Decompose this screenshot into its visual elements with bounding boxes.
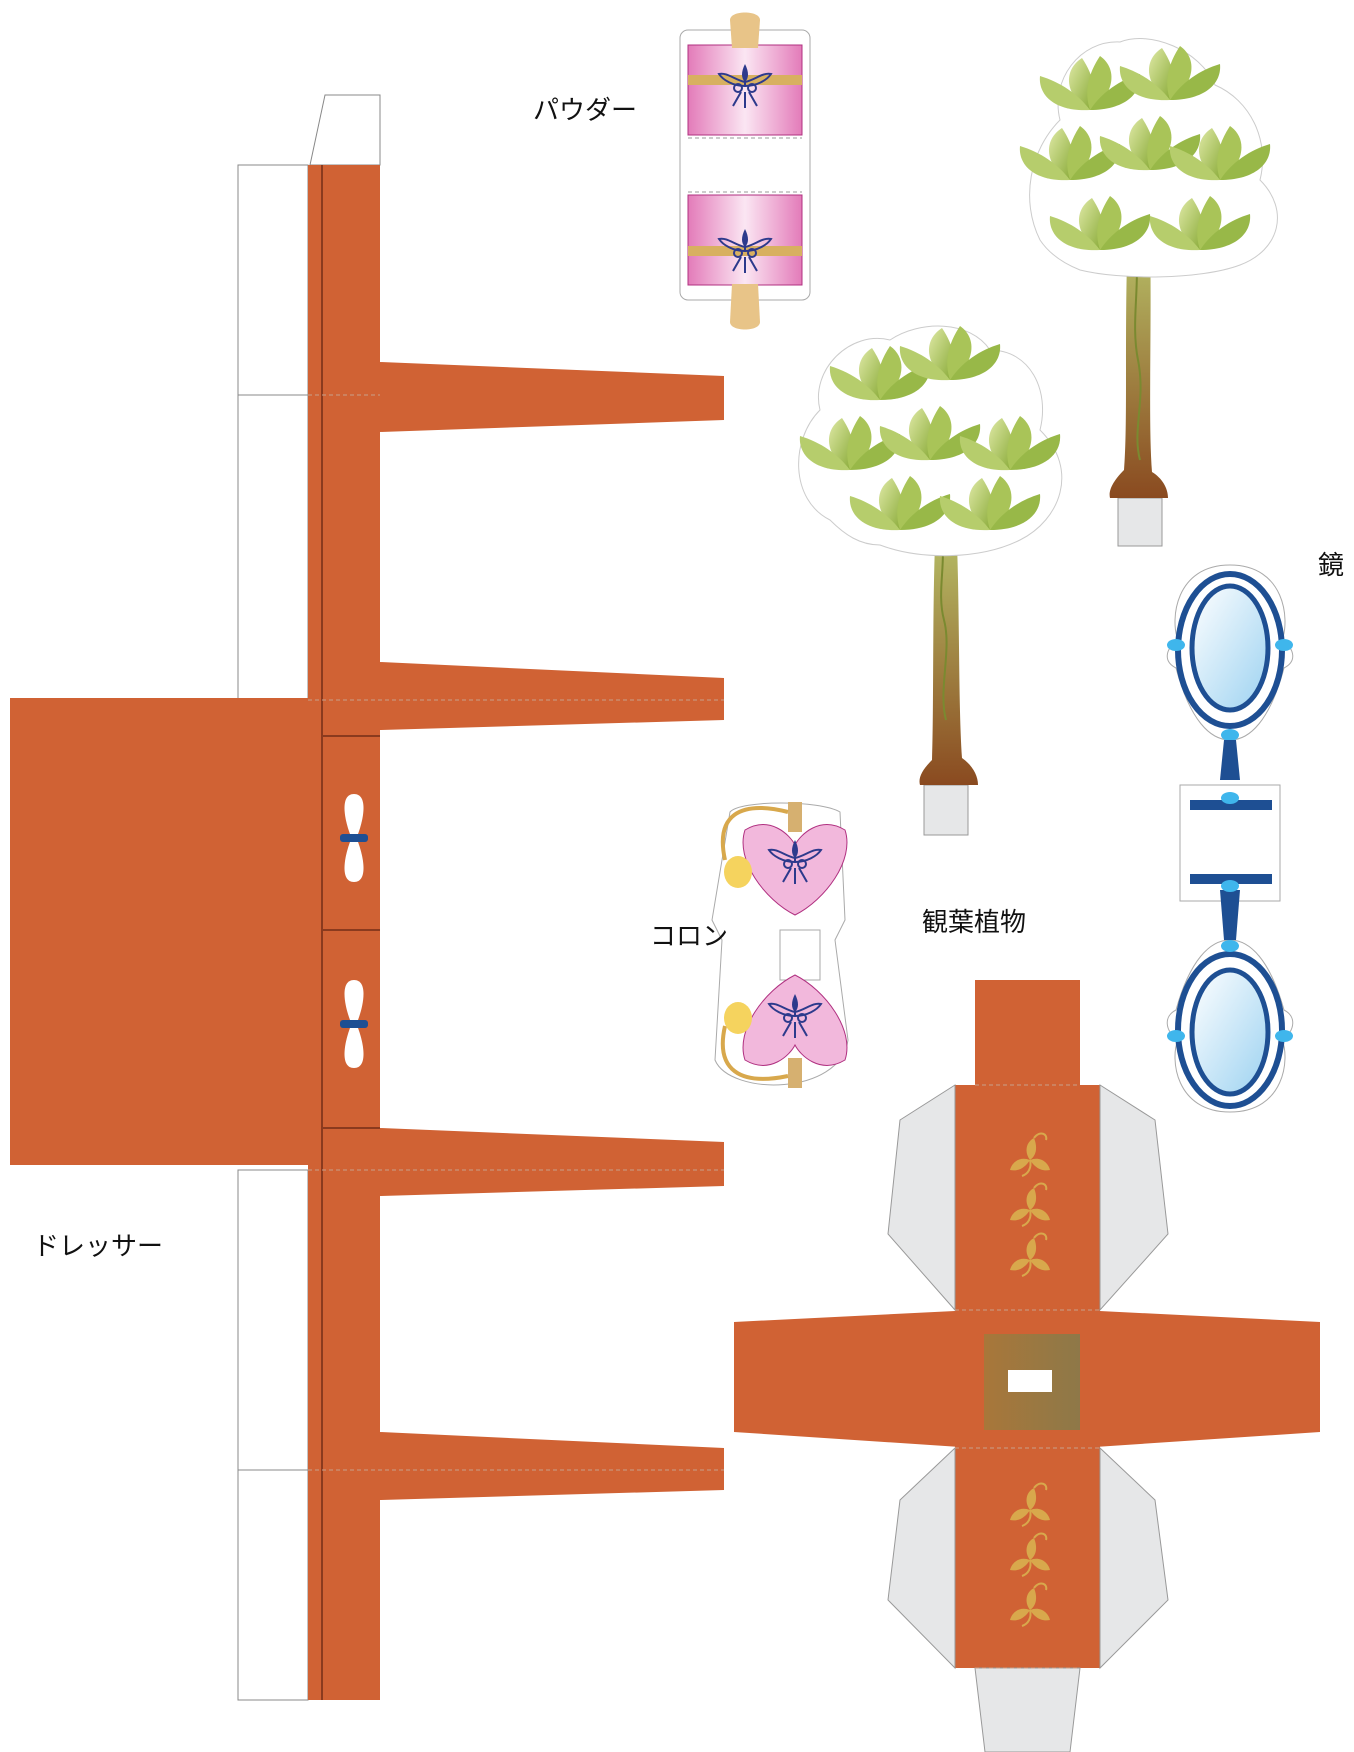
powder-template bbox=[679, 12, 811, 330]
label-cologne: コロン bbox=[650, 922, 729, 952]
dresser-dashed-folds bbox=[308, 394, 724, 1471]
planter-template bbox=[734, 980, 1320, 1752]
plant-template-1 bbox=[798, 325, 1063, 836]
dresser-template bbox=[10, 94, 724, 1701]
drawer-handle-icon bbox=[340, 980, 368, 1068]
label-dresser: ドレッサー bbox=[33, 1232, 164, 1262]
label-powder: パウダー bbox=[533, 96, 638, 126]
cologne-template bbox=[711, 802, 849, 1088]
dresser-fold-lines bbox=[321, 165, 380, 1700]
mirror-template bbox=[1166, 564, 1294, 1113]
plant-template-2 bbox=[1019, 38, 1278, 547]
perfume-bulb-icon bbox=[724, 856, 752, 888]
drawer-handle-icon bbox=[340, 794, 368, 882]
dresser-glue-tabs bbox=[237, 94, 381, 1701]
dresser-body bbox=[10, 165, 724, 1700]
label-mirror: 鏡 bbox=[1318, 551, 1345, 581]
label-plant: 観葉植物 bbox=[922, 908, 1027, 938]
perfume-bulb-icon bbox=[724, 1002, 752, 1034]
